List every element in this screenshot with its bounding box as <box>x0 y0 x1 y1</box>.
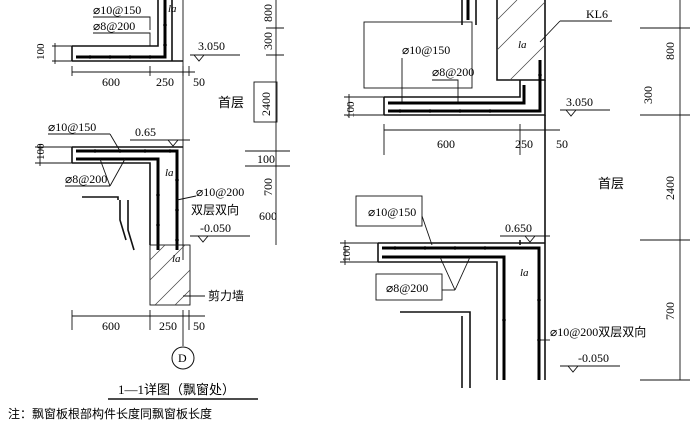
rebar-label: ⌀10@200双层双向 <box>550 324 646 339</box>
rebar-label: ⌀10@150 <box>48 120 96 134</box>
axis-label: D <box>178 351 187 365</box>
dim-label: 50 <box>193 75 205 89</box>
dim-label: 600 <box>102 319 120 333</box>
left-detail: la ⌀10@150 ⌀8@200 100 600 250 50 3.050 8… <box>8 0 290 421</box>
dim-label: 100 <box>345 101 357 118</box>
la-label-3: la <box>172 253 181 265</box>
la-label-2: la <box>520 267 529 279</box>
dim-label: 600 <box>437 137 455 151</box>
dim-label: 700 <box>261 178 275 196</box>
rebar-label: ⌀8@200 <box>432 65 474 79</box>
rebar-label: 双层双向 <box>191 202 239 217</box>
elevation-label: 0.650 <box>505 221 532 235</box>
elevation-label: 3.050 <box>566 95 593 109</box>
right-detail: la KL6 ⌀10@150 ⌀8@200 100 600 250 50 3 <box>340 0 690 388</box>
dim-label: 2400 <box>663 176 677 200</box>
dim-label: 600 <box>259 209 277 223</box>
elevation-label: 0.65 <box>135 125 156 139</box>
elevation-label: 3.050 <box>198 39 225 53</box>
la-label-2: la <box>165 167 174 179</box>
elevation-label: -0.050 <box>578 351 609 365</box>
dim-label: 50 <box>556 137 568 151</box>
rebar-label: ⌀8@200 <box>386 281 428 295</box>
rebar-label: ⌀10@150 <box>93 3 141 17</box>
la-label-1: la <box>168 3 177 15</box>
dim-label: 300 <box>641 86 655 104</box>
floor-label: 首层 <box>218 95 244 110</box>
floor-label: 首层 <box>598 176 624 191</box>
dim-label: 100 <box>35 143 47 160</box>
rebar-label: ⌀10@150 <box>402 43 450 57</box>
dim-label: 50 <box>193 319 205 333</box>
shear-wall-label: 剪力墙 <box>208 288 244 303</box>
rebar-label: ⌀8@200 <box>93 19 135 33</box>
beam-label: KL6 <box>586 7 608 21</box>
rebar-label: ⌀10@200 <box>196 185 244 199</box>
la-label-1: la <box>518 39 527 51</box>
rebar-label: ⌀8@200 <box>65 172 107 186</box>
dim-label: 100 <box>35 43 47 60</box>
dim-label: 700 <box>663 302 677 320</box>
dim-label: 250 <box>159 319 177 333</box>
dim-label: 800 <box>261 4 275 22</box>
height-box-label: 2400 <box>259 92 273 116</box>
dim-label: 250 <box>515 137 533 151</box>
rebar-label: ⌀10@150 <box>368 205 416 219</box>
dim-label: 250 <box>156 75 174 89</box>
dim-label: 800 <box>663 42 677 60</box>
dim-label: 100 <box>257 152 275 166</box>
elevation-label: -0.050 <box>200 221 231 235</box>
dim-label: 100 <box>341 245 353 262</box>
dim-label: 300 <box>261 32 275 50</box>
note: 注：飘窗板根部构件长度同飘窗板长度 <box>8 406 212 421</box>
dim-label: 600 <box>102 75 120 89</box>
caption: 1—1详图（飘窗处） <box>118 382 235 397</box>
